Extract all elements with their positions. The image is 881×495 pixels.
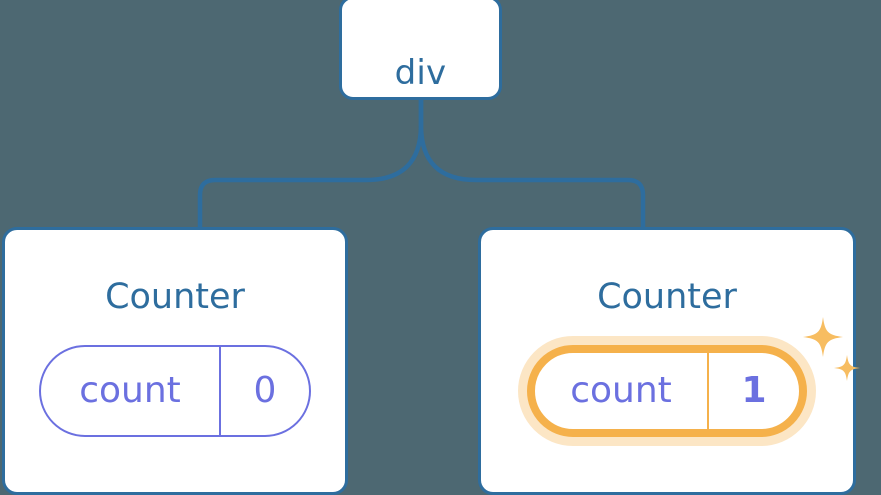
sparkle-icon (803, 317, 843, 357)
state-pill-left[interactable]: count 0 (39, 345, 311, 437)
node-counter-left[interactable]: Counter count 0 (2, 227, 348, 495)
state-pill-right[interactable]: count 1 (527, 345, 807, 437)
state-key-right: count (570, 370, 672, 411)
edge-root-to-left (197, 100, 424, 230)
node-counter-left-title: Counter (105, 277, 245, 317)
state-pill-wrap-left: count 0 (39, 345, 311, 437)
state-value-right: 1 (707, 353, 799, 429)
node-counter-right-title: Counter (597, 277, 737, 317)
state-value-left: 0 (219, 347, 309, 435)
node-counter-right[interactable]: Counter count 1 (478, 227, 860, 495)
sparkle-group (803, 317, 860, 381)
state-key-left: count (79, 370, 181, 411)
edge-root-to-right (418, 100, 646, 230)
node-div-label: div (394, 53, 447, 93)
node-div[interactable]: div (339, 0, 502, 100)
state-pill-wrap-right: count 1 (527, 317, 860, 437)
